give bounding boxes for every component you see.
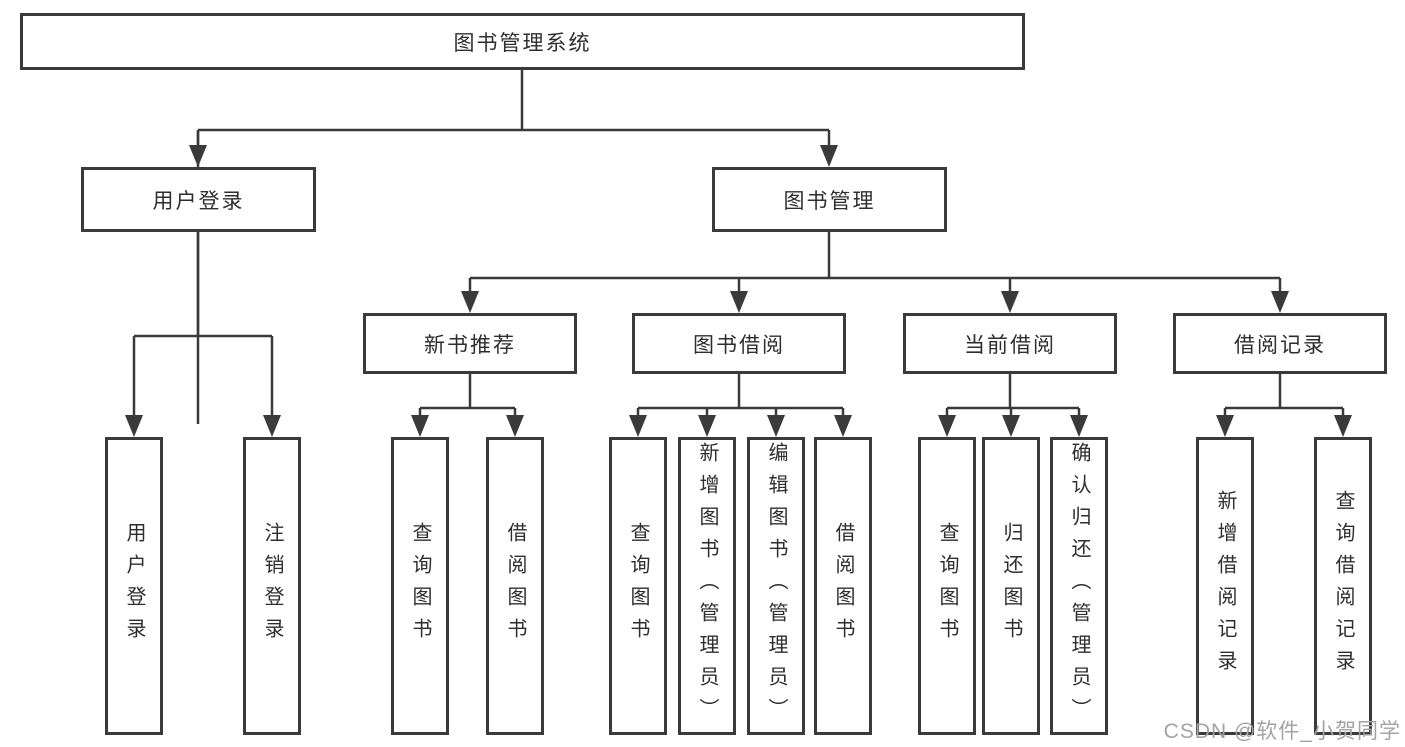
arrowhead-down-icon: [1070, 415, 1088, 437]
node-borrow-records: 借阅记录: [1173, 313, 1387, 374]
connector-line: [636, 374, 845, 422]
connector-line: [1223, 374, 1345, 422]
connector-line: [132, 232, 274, 422]
arrowhead-down-icon: [125, 415, 143, 437]
leaf-add-borrow-record: 新增借阅记录: [1196, 437, 1254, 735]
leaf-query-borrow-record: 查询借阅记录: [1314, 437, 1372, 735]
leaf-confirm-return-admin: 确认归还（管理员）: [1050, 437, 1108, 735]
connector-line: [945, 374, 1081, 422]
arrowhead-down-icon: [1334, 415, 1352, 437]
connector-borrow-records-children: [1216, 374, 1352, 437]
arrowhead-down-icon: [938, 415, 956, 437]
connector-root-to-level2: [189, 70, 838, 424]
arrowhead-down-icon: [263, 415, 281, 437]
arrowhead-down-icon: [629, 415, 647, 437]
node-new-book-recommend: 新书推荐: [363, 313, 577, 374]
arrowhead-down-icon: [1271, 291, 1289, 313]
node-current-borrow: 当前借阅: [903, 313, 1117, 374]
leaf-edit-book-admin: 编辑图书（管理员）: [747, 437, 805, 735]
leaf-query-books-recommend: 查询图书: [391, 437, 449, 735]
leaf-borrow-books-recommend: 借阅图书: [486, 437, 544, 735]
connector-line: [196, 70, 831, 424]
node-book-management: 图书管理: [712, 167, 947, 232]
connector-user-login-children: [125, 232, 281, 437]
node-user-login: 用户登录: [81, 167, 316, 232]
arrowhead-down-icon: [730, 291, 748, 313]
leaf-query-books-borrow: 查询图书: [609, 437, 667, 735]
leaf-add-book-admin: 新增图书（管理员）: [678, 437, 736, 735]
arrowhead-down-icon: [1002, 415, 1020, 437]
leaf-borrow-books-borrow: 借阅图书: [814, 437, 872, 735]
leaf-logout: 注销登录: [243, 437, 301, 735]
arrowhead-down-icon: [1001, 291, 1019, 313]
arrowhead-down-icon: [820, 145, 838, 167]
arrowhead-down-icon: [189, 145, 207, 167]
connector-book-borrow-children: [629, 374, 852, 437]
arrowhead-down-icon: [461, 291, 479, 313]
arrowhead-down-icon: [411, 415, 429, 437]
arrowhead-down-icon: [506, 415, 524, 437]
connector-line: [468, 232, 1282, 298]
leaf-return-books: 归还图书: [982, 437, 1040, 735]
arrowhead-down-icon: [1216, 415, 1234, 437]
arrowhead-down-icon: [834, 415, 852, 437]
connector-line: [418, 374, 517, 422]
arrowhead-down-icon: [698, 415, 716, 437]
connector-current-borrow-children: [938, 374, 1088, 437]
arrowhead-down-icon: [767, 415, 785, 437]
csdn-watermark: CSDN @软件_小贺同学: [1163, 720, 1401, 743]
node-book-borrow: 图书借阅: [632, 313, 846, 374]
leaf-query-books-current: 查询图书: [918, 437, 976, 735]
leaf-user-login: 用户登录: [105, 437, 163, 735]
node-library-management-system: 图书管理系统: [20, 13, 1025, 70]
connector-new-book-recommend-children: [411, 374, 524, 437]
connector-book-management-children: [461, 232, 1289, 313]
